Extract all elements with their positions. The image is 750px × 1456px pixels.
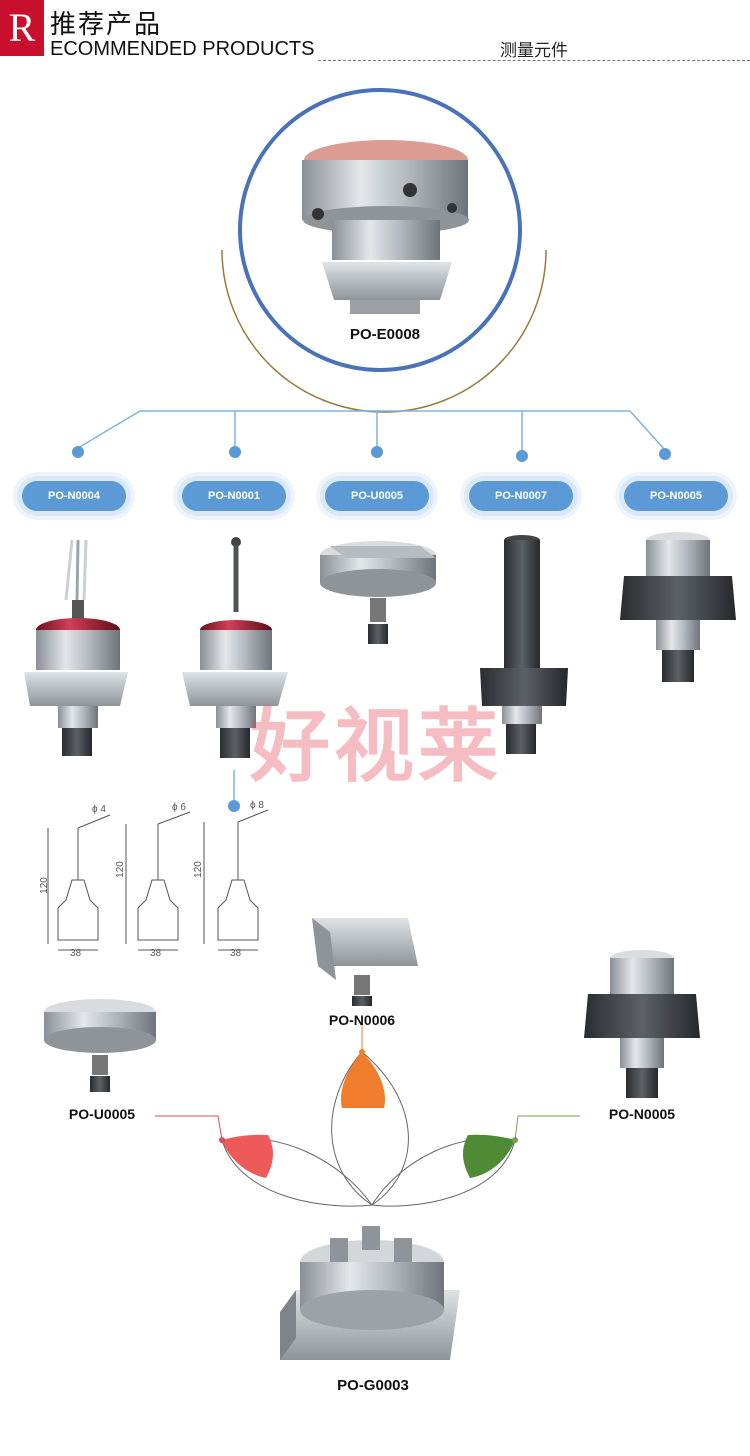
drawing-2-height: 120 — [114, 861, 126, 878]
drawing-3-diameter: ϕ 8 — [250, 800, 264, 811]
pill-branch-3[interactable]: PO-U0005 — [325, 481, 429, 511]
watermark-text: 好视莱 — [250, 700, 502, 793]
hero-gold-arc — [221, 249, 547, 413]
brand-logo: R — [0, 0, 44, 56]
hero-product-group — [221, 88, 547, 413]
logo-letter: R — [8, 5, 36, 50]
section-title-en: ECOMMENDED PRODUCTS — [50, 38, 315, 60]
lotus-diagram — [155, 1022, 580, 1207]
header-divider — [318, 60, 750, 61]
label-right-petal: PO-N0005 — [608, 1106, 676, 1122]
label-top-petal: PO-N0006 — [328, 1012, 396, 1028]
drawing-1-width: 38 — [70, 948, 82, 959]
drawing-1 — [47, 814, 111, 951]
product-n0006-image — [312, 918, 418, 1006]
branch-tree — [77, 410, 666, 452]
drawing-3-height: 120 — [192, 861, 204, 878]
drawing-2 — [125, 811, 191, 951]
hero-product-image — [302, 140, 469, 314]
drawing-connector-dot — [228, 800, 240, 812]
product-n0005-image — [620, 532, 736, 682]
drawing-2-diameter: ϕ 6 — [172, 802, 186, 813]
drawing-3-width: 38 — [230, 948, 242, 959]
drawing-1-height: 120 — [38, 877, 50, 894]
pill-branch-5[interactable]: PO-N0005 — [624, 481, 728, 511]
pill-branch-4[interactable]: PO-N0007 — [469, 481, 573, 511]
drawing-2-width: 38 — [150, 948, 162, 959]
section-title-cn: 推荐产品 — [50, 10, 163, 40]
drawing-1-diameter: ϕ 4 — [92, 804, 106, 815]
hero-product-label: PO-E0008 — [349, 326, 421, 343]
pill-branch-1[interactable]: PO-N0004 — [22, 481, 126, 511]
drawing-3 — [203, 809, 269, 951]
product-n0004-image — [24, 539, 128, 756]
pill-branch-2[interactable]: PO-N0001 — [182, 481, 286, 511]
tech-drawings — [47, 809, 269, 951]
product-u0005-image — [320, 541, 436, 644]
product-n0007-image — [480, 535, 568, 754]
product-u0005-bottom-image — [44, 999, 156, 1092]
label-left-petal: PO-U0005 — [68, 1106, 136, 1122]
category-label: 测量元件 — [500, 41, 568, 61]
product-n0001-image — [182, 537, 288, 758]
product-n0005-bottom-image — [584, 950, 700, 1098]
label-base-product: PO-G0003 — [337, 1377, 409, 1394]
product-g0003-image — [280, 1226, 460, 1360]
branch-dots — [72, 446, 671, 462]
